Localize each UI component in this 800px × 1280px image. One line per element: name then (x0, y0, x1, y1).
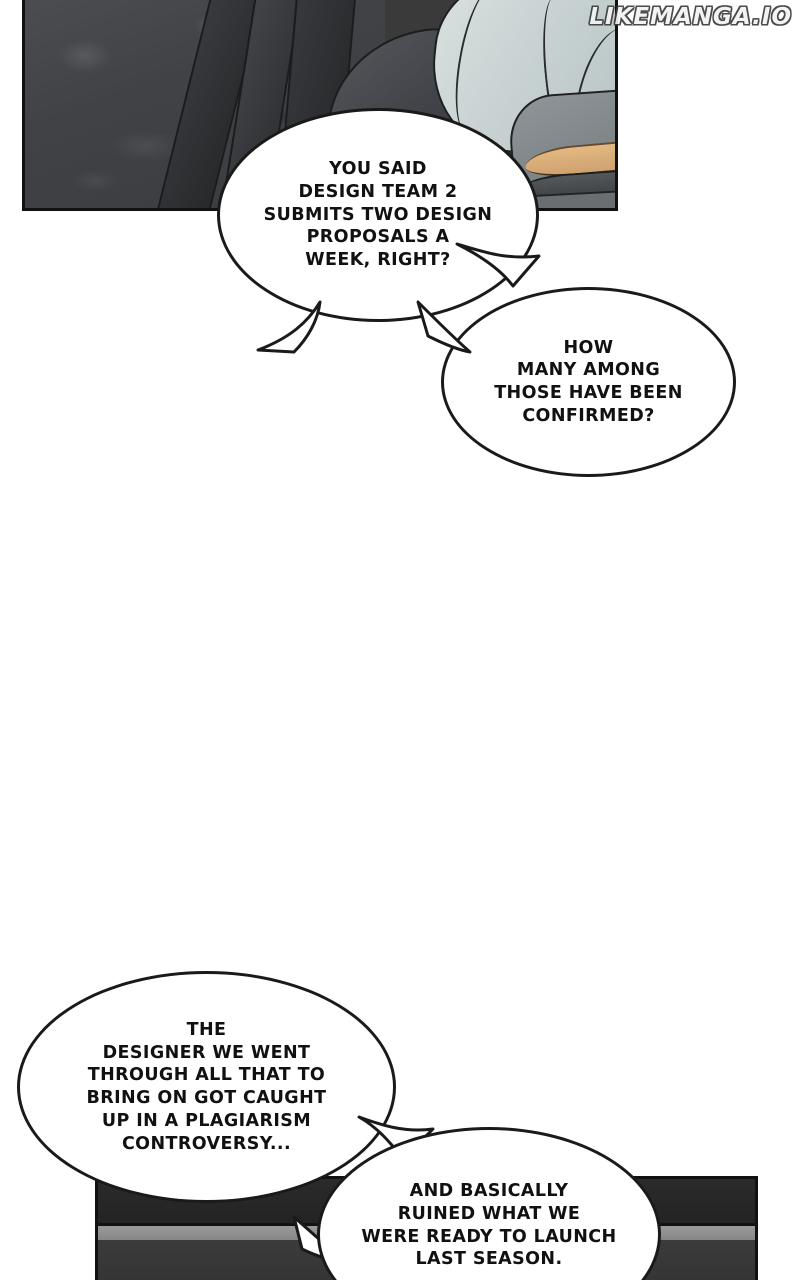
speech-tail-bubble-1-right (455, 242, 541, 288)
speech-tail-bubble-3-right (357, 1115, 435, 1161)
speech-bubble-2-text: HOW MANY AMONG THOSE HAVE BEEN CONFIRMED… (494, 337, 683, 426)
site-watermark: LIKEMANGA.IO (589, 4, 792, 30)
speech-bubble-3-text: THE DESIGNER WE WENT THROUGH ALL THAT TO… (86, 1019, 327, 1154)
speech-bubble-2: HOW MANY AMONG THOSE HAVE BEEN CONFIRMED… (441, 287, 736, 477)
comic-panel-top (22, 0, 618, 211)
speech-bubble-1-text: YOU SAID DESIGN TEAM 2 SUBMITS TWO DESIG… (263, 159, 493, 271)
speech-bubble-4-text: AND BASICALLY RUINED WHAT WE WERE READY … (361, 1181, 617, 1270)
speech-bubble-1: YOU SAID DESIGN TEAM 2 SUBMITS TWO DESIG… (217, 108, 539, 322)
speech-tail-bubble-1-downleft (256, 300, 322, 354)
speech-tail-bubble-2-left (416, 300, 472, 354)
speech-bubble-3: THE DESIGNER WE WENT THROUGH ALL THAT TO… (17, 971, 396, 1203)
